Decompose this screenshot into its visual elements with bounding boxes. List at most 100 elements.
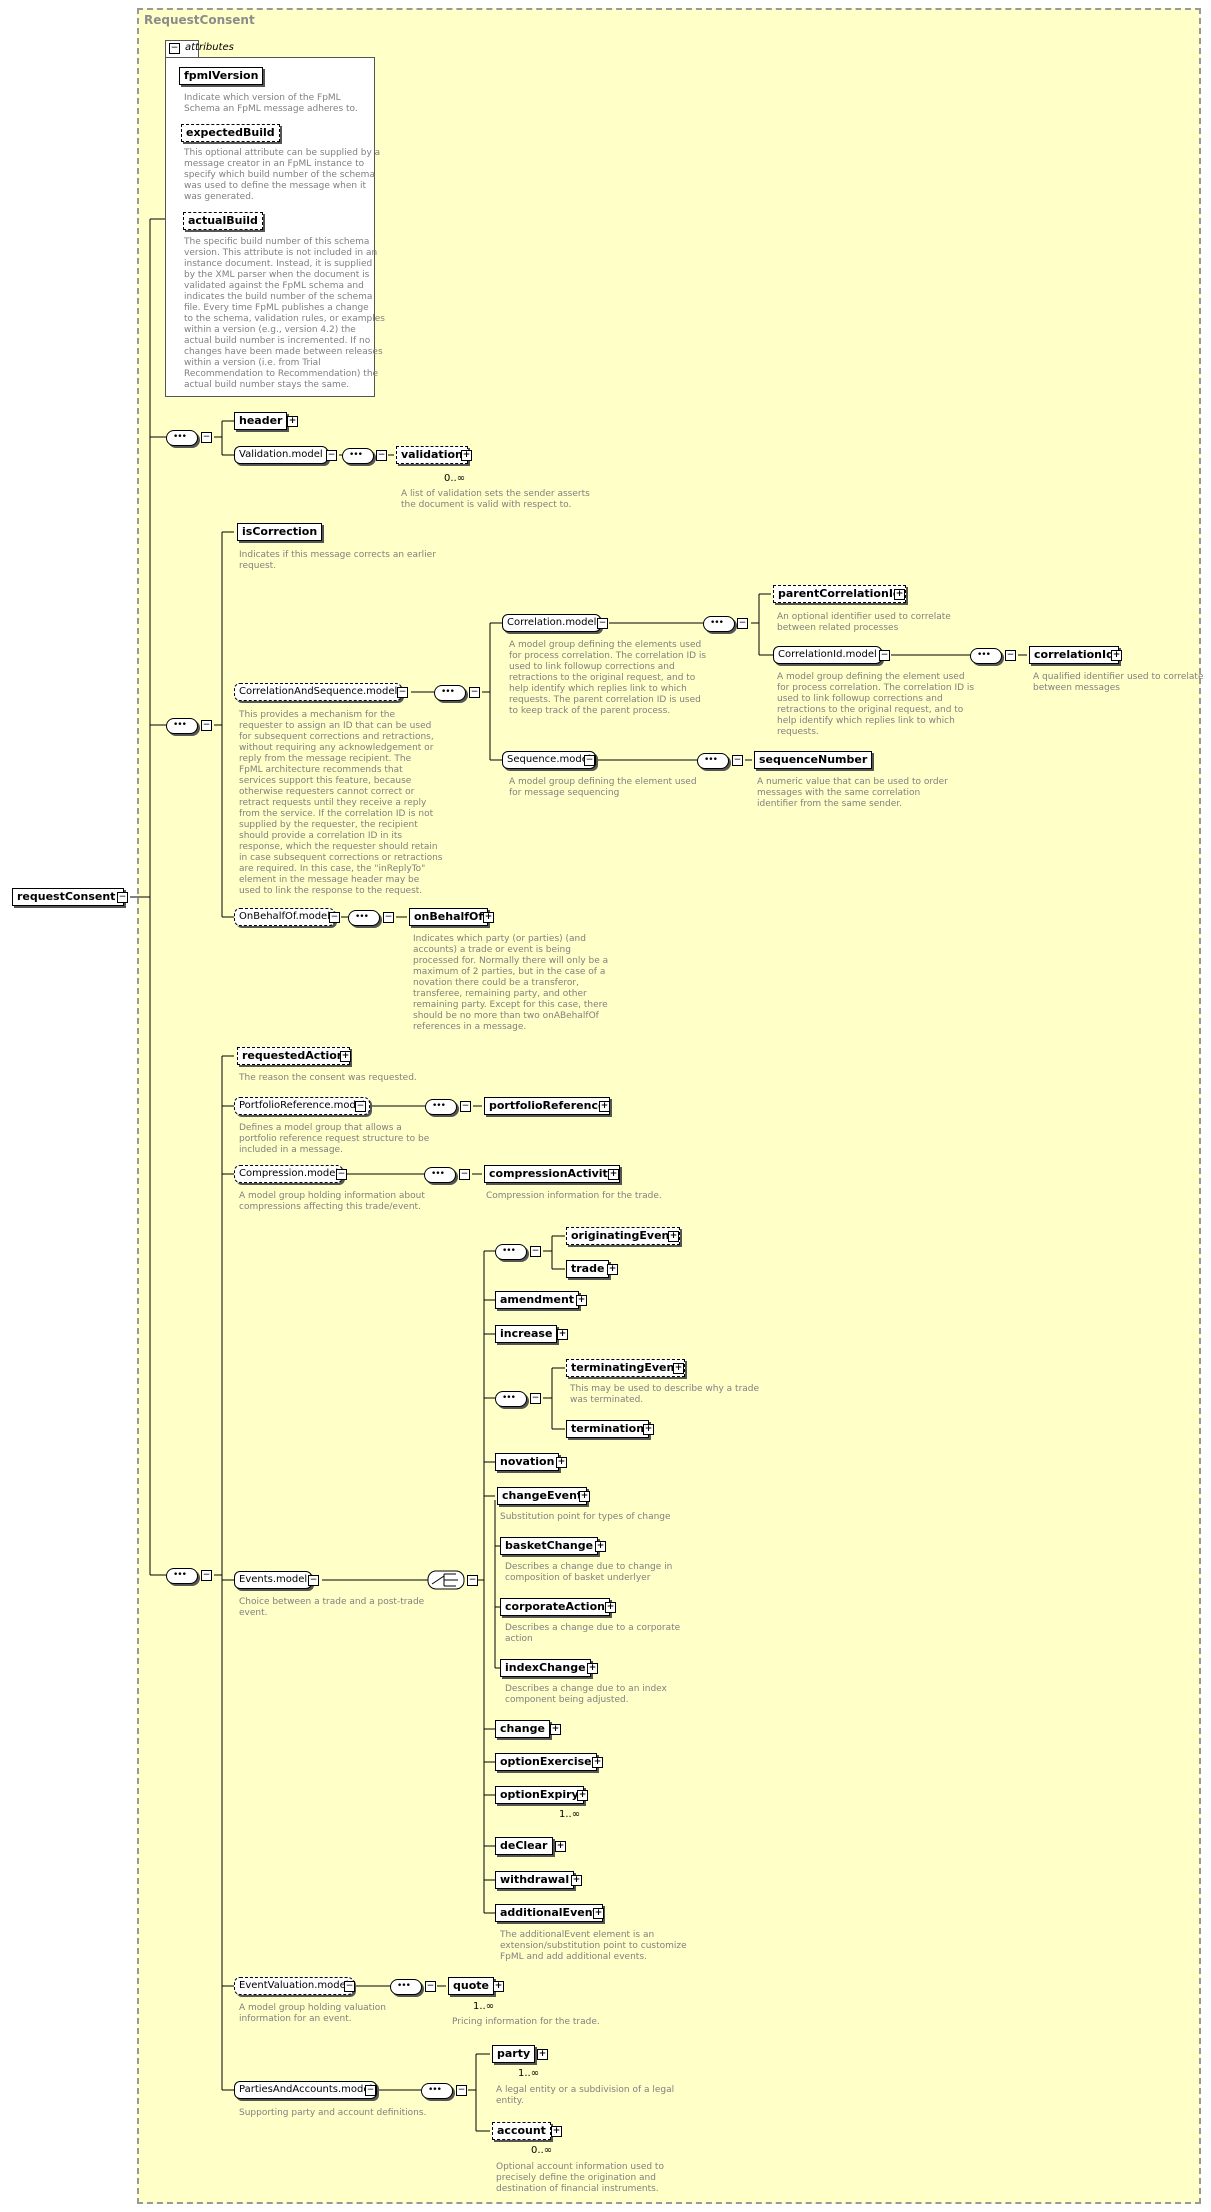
attribute-actualBuild[interactable]: actualBuild [183,212,263,230]
element-amendment[interactable]: amendment [495,1291,580,1309]
sequence-icon[interactable]: ••• [421,2083,453,2099]
group-OnBehalfOf-model[interactable]: OnBehalfOf.model [234,908,335,926]
expand-icon[interactable]: + [571,1875,582,1886]
element-parentCorrelationId[interactable]: parentCorrelationId [773,585,906,603]
sequence-icon[interactable]: ••• [166,430,198,446]
collapse-icon[interactable]: − [329,912,340,923]
sequence-icon[interactable]: ••• [342,448,374,464]
element-terminatingEvent[interactable]: terminatingEvent [566,1359,685,1377]
expand-icon[interactable]: + [595,1541,606,1552]
element-compressionActivity[interactable]: compressionActivity [484,1165,620,1183]
expand-icon[interactable]: + [673,1363,684,1374]
sequence-collapse-icon[interactable]: − [1005,650,1016,661]
element-indexChange[interactable]: indexChange [500,1659,591,1677]
element-trade[interactable]: trade [566,1260,610,1278]
element-changeEvent[interactable]: changeEvent [497,1487,588,1505]
sequence-icon[interactable]: ••• [495,1244,527,1260]
element-additionalEvent[interactable]: additionalEvent [495,1904,603,1922]
element-termination[interactable]: termination [566,1420,650,1438]
expand-icon[interactable]: + [592,1757,603,1768]
element-onBehalfOf[interactable]: onBehalfOf [409,908,489,926]
group-Sequence-model[interactable]: Sequence.model [502,751,596,769]
expand-icon[interactable]: + [557,1329,568,1340]
element-account[interactable]: account [492,2122,551,2140]
sequence-collapse-icon[interactable]: − [201,1570,212,1581]
collapse-icon[interactable]: − [336,1169,347,1180]
collapse-icon[interactable]: − [308,1575,319,1586]
expand-icon[interactable]: + [287,416,298,427]
attribute-fpmlVersion[interactable]: fpmlVersion [179,67,264,85]
expand-icon[interactable]: + [579,1491,590,1502]
root-element-requestConsent[interactable]: requestConsent [12,888,124,906]
expand-icon[interactable]: + [340,1051,351,1062]
expand-icon[interactable]: + [1111,650,1122,661]
element-quote[interactable]: quote [448,1977,494,1995]
element-validation[interactable]: validation [396,446,468,464]
choice-collapse-icon[interactable]: − [467,1575,478,1586]
expand-icon[interactable]: + [556,1457,567,1468]
expand-icon[interactable]: + [537,2049,548,2060]
sequence-icon[interactable]: ••• [970,648,1002,664]
expand-icon[interactable]: + [483,912,494,923]
sequence-collapse-icon[interactable]: − [530,1393,541,1404]
expand-icon[interactable]: + [607,1264,618,1275]
expand-icon[interactable]: + [593,1908,604,1919]
sequence-collapse-icon[interactable]: − [376,450,387,461]
expand-icon[interactable]: + [577,1790,588,1801]
expand-icon[interactable]: + [551,2126,562,2137]
element-correlationId[interactable]: correlationId [1029,646,1119,664]
sequence-collapse-icon[interactable]: − [460,1101,471,1112]
sequence-icon[interactable]: ••• [390,1979,422,1995]
expand-icon[interactable]: + [894,589,905,600]
root-collapse-icon[interactable]: − [117,892,128,903]
element-corporateAction[interactable]: corporateAction [500,1598,610,1616]
element-sequenceNumber[interactable]: sequenceNumber [754,751,873,769]
expand-icon[interactable]: + [587,1663,598,1674]
element-optionExpiry[interactable]: optionExpiry [495,1786,584,1804]
sequence-collapse-icon[interactable]: − [425,1981,436,1992]
element-increase[interactable]: increase [495,1325,558,1343]
element-deClear[interactable]: deClear [495,1837,553,1855]
attributes-collapse-icon[interactable]: − [169,43,180,54]
collapse-icon[interactable]: − [584,755,595,766]
sequence-collapse-icon[interactable]: − [201,432,212,443]
collapse-icon[interactable]: − [326,450,337,461]
element-optionExercise[interactable]: optionExercise [495,1753,597,1771]
sequence-icon[interactable]: ••• [697,753,729,769]
group-CorrelationAndSequence-model[interactable]: CorrelationAndSequence.model [234,683,403,701]
element-withdrawal[interactable]: withdrawal [495,1871,575,1889]
group-Events-model[interactable]: Events.model [234,1571,313,1589]
expand-icon[interactable]: + [608,1169,619,1180]
sequence-icon[interactable]: ••• [425,1099,457,1115]
group-CorrelationId-model[interactable]: CorrelationId.model [773,646,882,664]
sequence-icon[interactable]: ••• [434,685,466,701]
sequence-collapse-icon[interactable]: − [732,755,743,766]
sequence-collapse-icon[interactable]: − [737,618,748,629]
sequence-icon[interactable]: ••• [495,1391,527,1407]
element-change[interactable]: change [495,1720,550,1738]
sequence-collapse-icon[interactable]: − [469,687,480,698]
sequence-icon[interactable]: ••• [424,1167,456,1183]
collapse-icon[interactable]: − [365,2085,376,2096]
expand-icon[interactable]: + [643,1424,654,1435]
sequence-collapse-icon[interactable]: − [383,912,394,923]
expand-icon[interactable]: + [605,1602,616,1613]
collapse-icon[interactable]: − [355,1101,366,1112]
expand-icon[interactable]: + [493,1981,504,1992]
collapse-icon[interactable]: − [344,1981,355,1992]
expand-icon[interactable]: + [555,1841,566,1852]
sequence-collapse-icon[interactable]: − [459,1169,470,1180]
expand-icon[interactable]: + [599,1101,610,1112]
group-Validation-model[interactable]: Validation.model [234,446,328,464]
group-PortfolioReference-model[interactable]: PortfolioReference.model [234,1097,370,1115]
element-party[interactable]: party [492,2045,536,2063]
sequence-icon[interactable]: ••• [166,718,198,734]
sequence-collapse-icon[interactable]: − [201,720,212,731]
expand-icon[interactable]: + [576,1295,587,1306]
element-header[interactable]: header [234,412,288,430]
group-Correlation-model[interactable]: Correlation.model [502,614,602,632]
sequence-icon[interactable]: ••• [166,1568,198,1584]
sequence-collapse-icon[interactable]: − [530,1246,541,1257]
expand-icon[interactable]: + [550,1724,561,1735]
element-portfolioReference[interactable]: portfolioReference [484,1097,611,1115]
